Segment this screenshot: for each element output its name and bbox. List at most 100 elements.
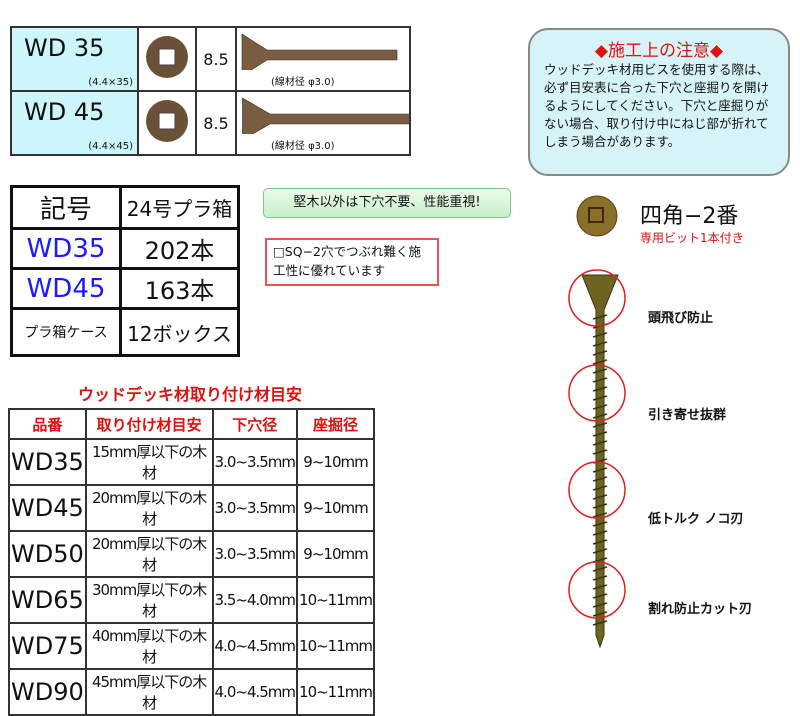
hardwood-callout: 堅木以外は下穴不要、性能重視! — [263, 188, 511, 218]
thread — [592, 476, 608, 482]
thread — [592, 359, 608, 365]
screw-icon — [241, 33, 398, 70]
guide-cell: WD45 — [8, 484, 87, 532]
feature-circle — [568, 364, 626, 422]
guide-cell: 45mm厚以下の木材 — [84, 668, 214, 716]
guide-cell: 4.0~4.5mm — [211, 622, 299, 670]
thread — [592, 449, 608, 455]
feature-label: 頭飛び防止 — [648, 311, 714, 326]
thread — [592, 368, 608, 374]
thread — [592, 422, 608, 428]
guide-cell: 10~11mm — [296, 576, 375, 624]
thread — [592, 548, 608, 554]
feature-circle — [568, 461, 626, 519]
thread — [592, 485, 608, 491]
guide-cell: 40mm厚以下の木材 — [84, 622, 214, 670]
guide-cell: 3.0~3.5mm — [211, 484, 299, 532]
spec-row: WD 35 (4.4×35) 8.5 (線材径 φ3.0) — [10, 26, 411, 92]
spec-row: WD 45 (4.4×45) 8.5 (線材径 φ3.0) — [10, 90, 411, 156]
head-diameter: 8.5 — [195, 26, 237, 92]
thread — [592, 503, 608, 509]
packing-case-label: プラ箱ケース — [10, 307, 122, 357]
guide-cell: 30mm厚以下の木材 — [84, 576, 214, 624]
guide-cell: WD75 — [8, 622, 87, 670]
guide-cell: WD90 — [8, 668, 87, 716]
packing-header-code: 記号 — [10, 185, 122, 230]
thread — [592, 521, 608, 527]
thread — [592, 314, 608, 320]
guide-cell: 20mm厚以下の木材 — [84, 530, 214, 578]
square-bit-icon — [576, 195, 618, 237]
bit-name: 四角−2番 — [640, 204, 739, 229]
model-cell: WD 35 (4.4×35) — [10, 26, 139, 92]
thread — [592, 350, 608, 356]
spec-table: WD 35 (4.4×35) 8.5 (線材径 φ3.0) WD 45 (4.4×4… — [10, 26, 411, 156]
packing-qty: 202本 — [119, 227, 240, 270]
packing-qty: 163本 — [119, 267, 240, 310]
thread — [592, 611, 608, 617]
guide-cell: WD65 — [8, 576, 87, 624]
thread — [592, 584, 608, 590]
guide-cell: 3.0~3.5mm — [211, 438, 299, 486]
thread — [592, 530, 608, 536]
head-diameter: 8.5 — [195, 90, 237, 156]
thread — [592, 566, 608, 572]
packing-case-qty: 12ボックス — [119, 307, 240, 357]
thread — [592, 467, 608, 473]
packing-code: WD45 — [10, 267, 122, 310]
guide-cell: 9~10mm — [296, 484, 375, 532]
notice-body: ウッドデッキ材用ビスを使用する際は、必ず目安表に合った下穴と座掘りを開けるように… — [544, 62, 770, 149]
model-code: WD 35 — [24, 34, 105, 62]
screw-image-cell: (線材径 φ3.0) — [235, 26, 411, 92]
thread — [592, 593, 608, 599]
model-cell: WD 45 (4.4×45) — [10, 90, 139, 156]
guide-cell: 3.5~4.0mm — [211, 576, 299, 624]
guide-header: 取り付け材目安 — [84, 408, 214, 440]
model-code: WD 45 — [24, 98, 105, 126]
guide-cell: 9~10mm — [296, 530, 375, 578]
packing-header-box: 24号プラ箱 — [119, 185, 240, 230]
feature-label: 低トルク ノコ刃 — [648, 512, 744, 527]
guide-title: ウッドデッキ材取り付け材目安 — [77, 385, 302, 404]
guide-header: 品番 — [8, 408, 87, 440]
thread — [592, 377, 608, 383]
screw-diagram — [568, 269, 626, 649]
guide-cell: 3.0~3.5mm — [211, 530, 299, 578]
head-icon — [137, 90, 197, 156]
thread — [592, 386, 608, 392]
model-dimension: (4.4×35) — [88, 77, 133, 88]
thread — [592, 413, 608, 419]
guide-cell: WD35 — [8, 438, 87, 486]
guide-cell: 20mm厚以下の木材 — [84, 484, 214, 532]
guide-cell: 15mm厚以下の木材 — [84, 438, 214, 486]
notice-box: ◆施工上の注意◆ ウッドデッキ材用ビスを使用する際は、必ず目安表に合った下穴と座… — [528, 28, 790, 176]
guide-cell: WD50 — [8, 530, 87, 578]
packing-code: WD35 — [10, 227, 122, 270]
thread — [592, 341, 608, 347]
model-dimension: (4.4×45) — [88, 141, 133, 152]
wire-diameter: (線材径 φ3.0) — [271, 77, 335, 88]
guide-cell: 10~11mm — [296, 668, 375, 716]
screw-image-cell: (線材径 φ3.0) — [235, 90, 411, 156]
thread — [592, 395, 608, 401]
thread — [592, 620, 608, 626]
head-icon — [137, 26, 197, 92]
thread — [592, 494, 608, 500]
thread — [592, 602, 608, 608]
feature-circle — [568, 269, 626, 327]
feature-label: 割れ防止カット刃 — [648, 602, 753, 617]
wire-diameter: (線材径 φ3.0) — [271, 141, 335, 152]
thread — [592, 440, 608, 446]
guide-cell: 10~11mm — [296, 622, 375, 670]
thread — [592, 404, 608, 410]
guide-header: 下穴径 — [211, 408, 299, 440]
thread — [592, 332, 608, 338]
